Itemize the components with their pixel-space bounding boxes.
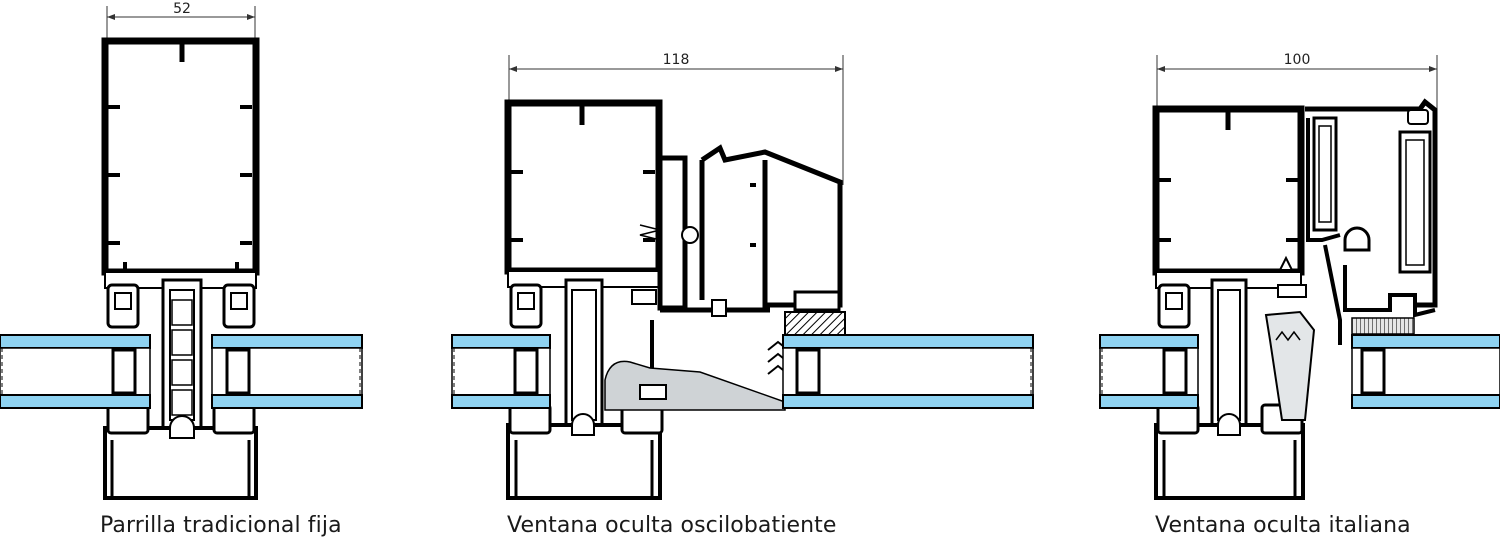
caption-italian-window: Ventana oculta italiana [1155,513,1411,538]
caption-fixed-grid: Parrilla tradicional fija [100,513,342,538]
glass-panel-right [1351,334,1500,409]
dimension-label: 100 [1284,52,1311,68]
glass-panel-left [1099,334,1199,409]
sash-profile [1277,98,1438,345]
dimension-line-2: 118 [508,52,844,185]
section-fixed-grid: 52 [0,1,363,500]
thermal-break-gasket [1264,310,1316,421]
dimension-line-3: 100 [1156,52,1438,110]
sash-profile [631,144,846,400]
section-italian-window: 100 [1099,52,1500,500]
mullion-profile [101,37,260,500]
dimension-label: 52 [173,1,191,17]
glass-panel-right [211,334,363,409]
glass-panel-left [0,334,151,409]
section-tilt-turn-window: 118 [451,52,1034,500]
thermal-break-gasket [604,360,786,411]
glass-panel-left [451,334,551,409]
mullion-profile [1152,105,1305,500]
glass-panel-right [782,334,1034,409]
mullion-profile [504,99,664,500]
dimension-label: 118 [663,52,690,68]
caption-tilt-turn-window: Ventana oculta oscilobatiente [507,513,837,538]
